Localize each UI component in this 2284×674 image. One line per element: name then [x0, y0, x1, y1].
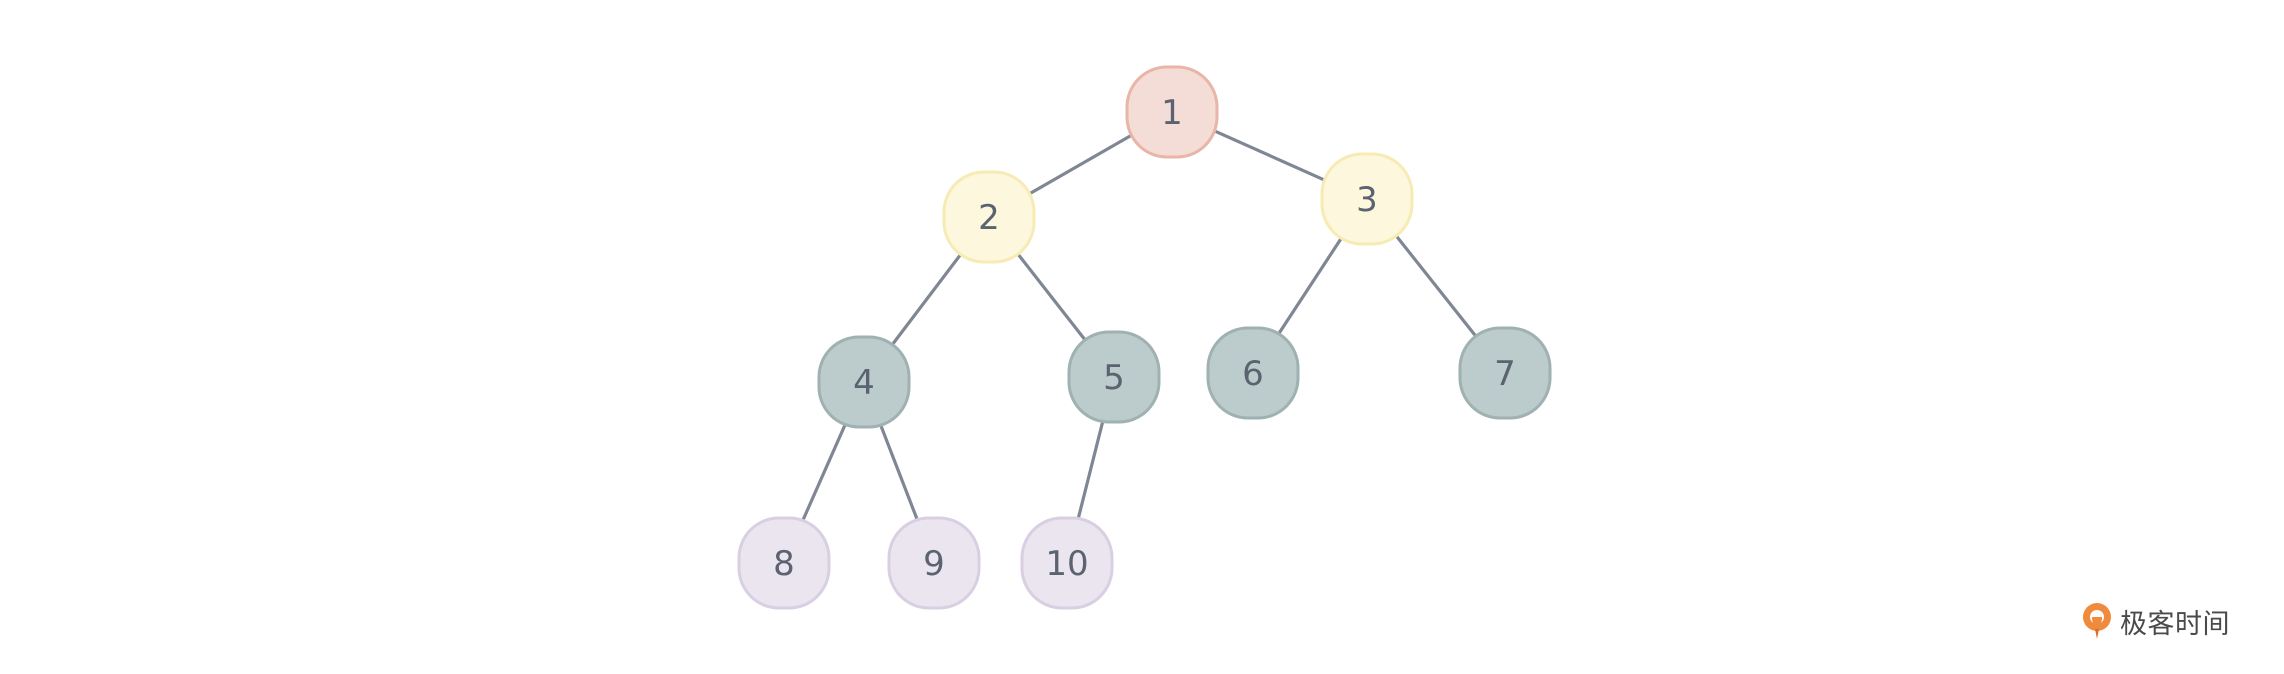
edge-3-7 — [1393, 232, 1479, 340]
tree-edges — [800, 128, 1479, 524]
tree-node-3: 3 — [1320, 152, 1414, 246]
tree-node-1: 1 — [1125, 65, 1219, 159]
node-circle — [1458, 326, 1552, 420]
tree-node-5: 5 — [1067, 330, 1161, 424]
tree-nodes: 1 2 3 4 5 6 7 8 9 10 — [737, 65, 1552, 610]
node-circle — [1125, 65, 1219, 159]
node-label: 10 — [1045, 544, 1088, 584]
node-circle — [1206, 326, 1300, 420]
tree-node-2: 2 — [942, 170, 1036, 264]
node-circle — [887, 516, 981, 610]
geektime-logo-icon — [2083, 603, 2111, 639]
tree-node-6: 6 — [1206, 326, 1300, 420]
node-circle — [1320, 152, 1414, 246]
edge-1-3 — [1211, 128, 1328, 183]
tree-node-10: 10 — [1020, 516, 1114, 610]
tree-node-8: 8 — [737, 516, 831, 610]
node-circle — [737, 516, 831, 610]
edge-5-10 — [1076, 419, 1105, 521]
node-circle — [1020, 516, 1114, 610]
edge-2-5 — [1015, 250, 1088, 344]
node-label: 2 — [978, 198, 1000, 238]
node-label: 9 — [923, 544, 945, 584]
node-label: 3 — [1356, 180, 1378, 220]
geektime-watermark: 极客时间 — [2080, 601, 2230, 641]
edge-4-9 — [878, 422, 920, 523]
edge-2-4 — [889, 251, 964, 348]
edge-4-8 — [800, 421, 848, 524]
node-label: 4 — [853, 363, 875, 403]
node-circle — [817, 335, 911, 429]
node-label: 1 — [1161, 93, 1183, 133]
node-circle — [1067, 330, 1161, 424]
tree-node-9: 9 — [887, 516, 981, 610]
node-label: 5 — [1103, 358, 1125, 398]
node-label: 8 — [773, 544, 795, 584]
node-circle — [942, 170, 1036, 264]
edge-1-2 — [1026, 132, 1135, 197]
tree-node-7: 7 — [1458, 326, 1552, 420]
node-label: 7 — [1494, 354, 1516, 394]
edge-3-6 — [1276, 235, 1344, 337]
node-label: 6 — [1242, 354, 1264, 394]
tree-node-4: 4 — [817, 335, 911, 429]
watermark-text: 极客时间 — [2120, 608, 2230, 640]
